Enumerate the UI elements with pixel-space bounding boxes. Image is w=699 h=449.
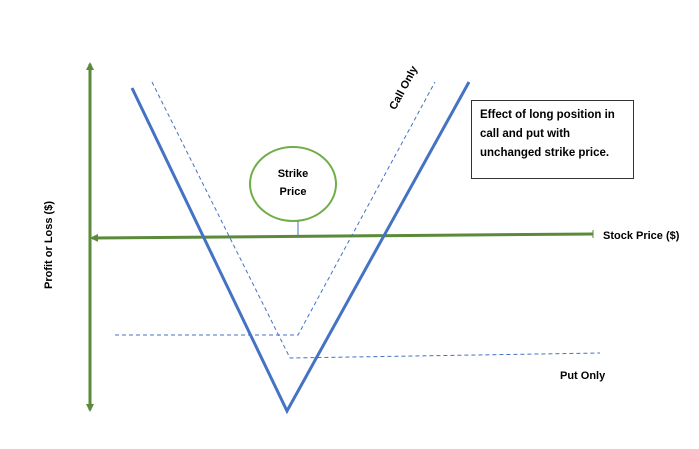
straddle-payoff-line xyxy=(130,81,471,415)
y-axis-label: Profit or Loss ($) xyxy=(43,201,55,290)
strike-price-label: Strike Price xyxy=(253,165,333,201)
x-axis-label: Stock Price ($) xyxy=(603,230,680,242)
call-only-line xyxy=(115,81,436,336)
strike-label-line2: Price xyxy=(279,186,307,198)
title-box: Effect of long position in call and put … xyxy=(471,100,634,179)
strike-label-line1: Strike xyxy=(277,168,309,180)
put-only-label: Put Only xyxy=(560,370,606,382)
put-only-line xyxy=(151,81,601,359)
strike-price-circle xyxy=(249,146,337,222)
x-axis xyxy=(90,232,594,242)
